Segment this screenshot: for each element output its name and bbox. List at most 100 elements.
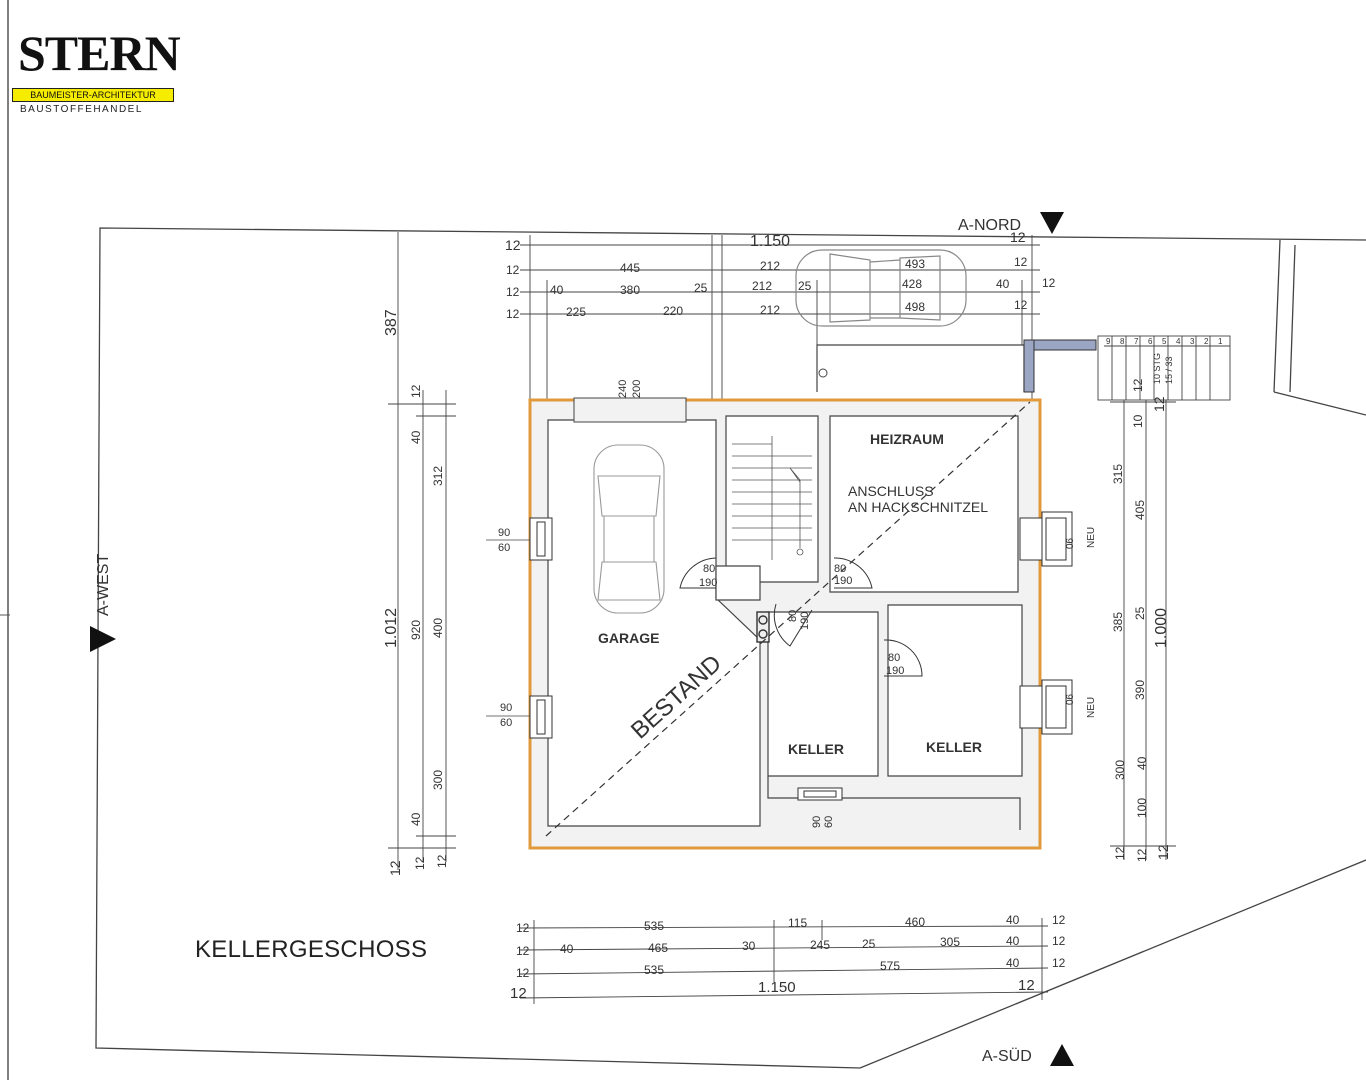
logo-subline: BAUSTOFFEHANDEL — [20, 104, 143, 115]
dim-label: 312 — [431, 466, 445, 486]
right-dimension-chains — [1110, 400, 1176, 860]
west-arrow-icon — [90, 626, 116, 652]
left-dimension-chains — [388, 232, 456, 870]
room-label-heizraum: HEIZRAUM — [870, 431, 944, 447]
top-dimension-labels: 12 1.150 12 12 445 212 493 12 12 40 380 … — [505, 229, 1056, 321]
dim-label: 40 — [1006, 913, 1020, 927]
dim-label: 460 — [905, 915, 925, 929]
dim-label: 12 — [435, 854, 449, 868]
bottom-dimension-labels: 12 535 115 460 40 12 12 40 465 30 245 25… — [510, 913, 1066, 1002]
dim-label: 40 — [560, 942, 574, 956]
dim-label: 305 — [940, 935, 960, 949]
annex-structure — [816, 339, 1097, 393]
dim-label: 390 — [1133, 680, 1147, 700]
dim-label: 380 — [620, 283, 640, 297]
windows-west — [529, 517, 553, 739]
dim-label: 1.150 — [758, 979, 796, 996]
stair-step-label: 2 — [1204, 337, 1209, 346]
section-marker-south: A-SÜD — [982, 1044, 1074, 1066]
windows-east — [1019, 511, 1073, 735]
dim-label: 12 — [413, 856, 427, 870]
stair-step-label: 5 — [1162, 337, 1167, 346]
existing-diagonal — [545, 401, 1031, 837]
internal-staircase — [732, 436, 812, 560]
dim-label: 40 — [1135, 756, 1149, 770]
door-keller-left — [773, 603, 813, 647]
stair-step-label: 6 — [1148, 337, 1153, 346]
outside-stair — [1097, 335, 1231, 401]
dim-label: 12 — [1052, 934, 1066, 948]
new-marker: NEU — [1086, 697, 1097, 718]
door-dim: 80 — [834, 563, 846, 575]
dim-label: 1.150 — [750, 233, 790, 250]
stair-step-label: 1 — [1218, 337, 1223, 346]
stair-step-label: 8 — [1120, 337, 1125, 346]
door-dim: 190 — [699, 577, 717, 589]
dim-label: 12 — [1131, 378, 1145, 392]
stair-step-label: 9 — [1106, 337, 1111, 346]
door-dims: 80 190 80 190 80 190 80 190 — [699, 563, 904, 677]
dim-label: 12 — [516, 921, 530, 935]
section-label-south: A-SÜD — [982, 1047, 1032, 1065]
stair-note: 15 / 33 — [1164, 356, 1174, 384]
dim-label: 405 — [1133, 500, 1147, 520]
dim-label: 12 — [1014, 298, 1028, 312]
dim-label: 12 — [1010, 229, 1026, 245]
room-labels: GARAGE HEIZRAUM KELLER KELLER — [598, 431, 982, 757]
dim-label: 212 — [760, 259, 780, 273]
heizraum-room — [829, 415, 1019, 593]
dim-label: 12 — [505, 237, 521, 253]
foundation-step — [767, 776, 1021, 830]
dim-label: 100 — [1135, 798, 1149, 818]
dim-label: 12 — [1052, 913, 1066, 927]
room-voids — [547, 415, 1023, 827]
dim-label: 212 — [760, 303, 780, 317]
doors — [679, 557, 923, 677]
window-dim: 90 — [1063, 538, 1074, 550]
outside-stair-labels: 9 8 7 6 5 4 3 2 1 10 STG 15 / 33 — [1106, 337, 1223, 384]
dim-label: 25 — [798, 279, 812, 293]
dim-label: 115 — [788, 916, 807, 930]
keller-left-room — [767, 611, 879, 777]
new-marker: NEU — [1086, 527, 1097, 548]
dim-label: 575 — [880, 959, 900, 973]
dim-label: 315 — [1111, 464, 1125, 484]
dim-label: 493 — [905, 257, 925, 271]
heizraum-note: AN HACKSCHNITZEL — [848, 499, 988, 515]
right-dimension-labels: 12 10 12 315 405 385 25 390 1.000 300 40… — [1111, 378, 1171, 862]
dim-label: 12 — [1135, 848, 1149, 862]
car-symbol-garage — [593, 444, 665, 614]
dim-label: 300 — [431, 770, 445, 790]
dim-label: 25 — [862, 937, 876, 951]
dim-label: 385 — [1111, 612, 1125, 632]
logo-wordmark: STERN — [18, 25, 181, 81]
dim-label: 25 — [694, 281, 708, 295]
heizraum-note: ANSCHLUSS — [848, 483, 934, 499]
left-dimension-labels: 387 1.012 12 40 312 920 400 300 40 12 12… — [383, 309, 449, 876]
room-label-keller-left: KELLER — [788, 741, 844, 757]
dim-label: 12 — [409, 384, 423, 398]
dim-label: 12 — [1113, 846, 1127, 860]
dim-label: 12 — [1042, 276, 1056, 290]
door-dim: 190 — [799, 612, 811, 630]
window-dim: 90 — [498, 527, 510, 539]
window-dim: 90 — [811, 816, 823, 828]
chimney-flues — [756, 611, 770, 643]
dim-label: 12 — [516, 966, 530, 980]
section-label-north: A-NORD — [958, 217, 1021, 234]
bottom-dimension-chains — [519, 918, 1049, 1004]
door-garage — [679, 557, 717, 589]
dim-label: 12 — [1014, 255, 1028, 269]
dim-label: 12 — [1155, 844, 1171, 860]
dim-label: 40 — [1006, 934, 1020, 948]
window-dim: 60 — [823, 816, 835, 828]
dim-label: 10 — [1131, 414, 1145, 428]
dim-label: 12 — [1018, 977, 1035, 994]
dim-label: 40 — [409, 812, 423, 826]
dim-label: 12 — [510, 985, 527, 1002]
door-heizraum — [833, 557, 873, 589]
dim-label: 220 — [663, 304, 683, 318]
dim-label: 12 — [506, 263, 520, 277]
dim-label: 12 — [1052, 956, 1066, 970]
